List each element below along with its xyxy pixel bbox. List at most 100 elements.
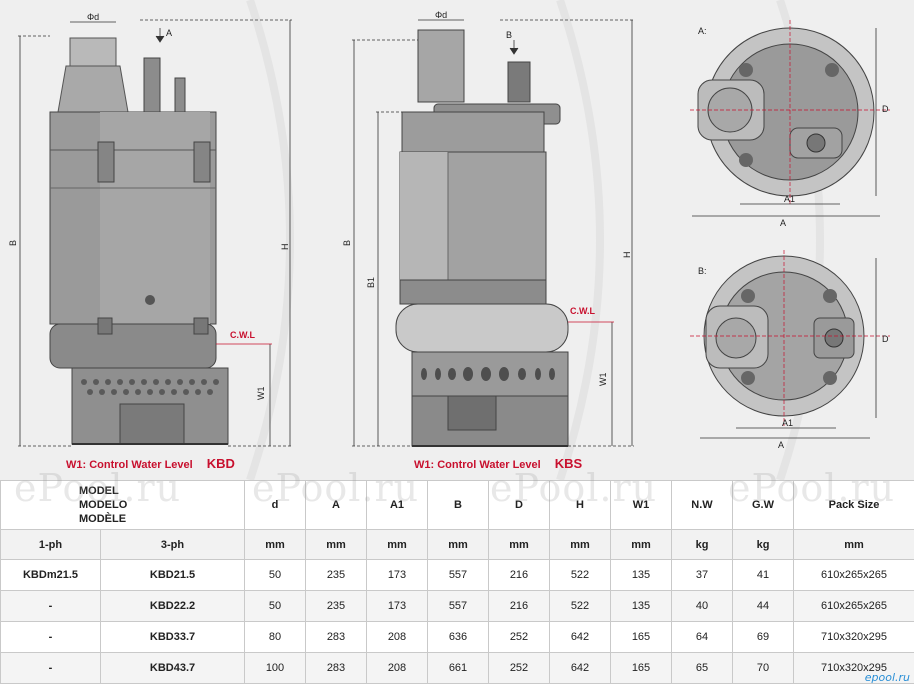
table-cell: 37 (671, 559, 733, 591)
cell-3ph-model: KBD21.5 (100, 559, 245, 591)
unit-cell: mm (549, 529, 611, 560)
model-header-fr: MODÈLE (79, 513, 127, 525)
unit-cell: kg (732, 529, 794, 560)
view-b-top (690, 250, 890, 439)
table-cell: 64 (671, 621, 733, 653)
kbs-b-top-label: B (506, 30, 512, 40)
table-cell: 235 (305, 590, 367, 622)
view-a-a-label: A (780, 218, 786, 228)
table-cell: 636 (427, 621, 489, 653)
col-header-gw: G.W (732, 480, 794, 530)
unit-cell: mm (366, 529, 428, 560)
kbd-b-label: B (8, 240, 18, 246)
kbs-strainer-holes (421, 367, 555, 381)
unit-cell: mm (244, 529, 306, 560)
unit-cell: mm (610, 529, 672, 560)
table-cell: 557 (427, 590, 489, 622)
kbd-strainer-holes (81, 379, 219, 395)
site-badge: epool.ru (864, 671, 910, 684)
kbs-h-label: H (622, 252, 632, 259)
table-cell: 69 (732, 621, 794, 653)
cell-3ph-model: KBD22.2 (100, 590, 245, 622)
col-header-b: B (427, 480, 489, 530)
table-cell: 165 (610, 621, 672, 653)
table-cell: 252 (488, 652, 550, 684)
table-cell: 610x265x265 (793, 559, 914, 591)
view-b-d-label: D (882, 334, 889, 344)
table-cell: 100 (244, 652, 306, 684)
col-header-dd: D (488, 480, 550, 530)
unit-cell: mm (488, 529, 550, 560)
table-cell: 70 (732, 652, 794, 684)
view-a-label: A: (698, 26, 707, 36)
table-cell: 165 (610, 652, 672, 684)
view-b-a1-label: A1 (782, 418, 793, 428)
view-a-top (690, 20, 890, 217)
table-cell: 173 (366, 590, 428, 622)
table-cell: 642 (549, 621, 611, 653)
kbs-pump: Φd B B B1 H C.W.L W1 (342, 10, 634, 447)
cell-1ph-model: - (0, 652, 101, 684)
cell-1ph-model: KBDm21.5 (0, 559, 101, 591)
kbd-w1-label: W1 (256, 387, 266, 401)
view-a-a1-label: A1 (784, 194, 795, 204)
kbs-b-label: B (342, 240, 352, 246)
kbs-b1-label: B1 (366, 277, 376, 288)
kbs-diameter-label: Φd (435, 10, 447, 20)
specification-table: MODEL MODELO MODÈLE d A A1 B D H W1 N.W … (0, 480, 914, 684)
kbs-w1-label: W1 (598, 373, 608, 387)
table-cell: 557 (427, 559, 489, 591)
cell-1ph-model: - (0, 590, 101, 622)
kbd-h-label: H (280, 244, 290, 251)
col-header-a: A (305, 480, 367, 530)
col-header-a1: A1 (366, 480, 428, 530)
table-cell: 661 (427, 652, 489, 684)
table-cell: 216 (488, 590, 550, 622)
col-header-d: d (244, 480, 306, 530)
col-header-w1: W1 (610, 480, 672, 530)
model-header: MODEL MODELO MODÈLE (0, 480, 245, 530)
col-header-h: H (549, 480, 611, 530)
table-cell: 50 (244, 590, 306, 622)
view-b-label: B: (698, 266, 707, 276)
kbs-cwl-label: C.W.L (570, 306, 595, 316)
kbd-caption-text: W1: Control Water Level (66, 459, 193, 471)
kbs-caption-text: W1: Control Water Level (414, 459, 541, 471)
cell-1ph-model: - (0, 621, 101, 653)
table-cell: 44 (732, 590, 794, 622)
kbd-diameter-label: Φd (87, 12, 99, 22)
table-cell: 252 (488, 621, 550, 653)
table-cell: 40 (671, 590, 733, 622)
table-header-row: MODEL MODELO MODÈLE d A A1 B D H W1 N.W … (0, 480, 914, 530)
kbs-caption-model: KBS (554, 456, 583, 471)
table-cell: 80 (244, 621, 306, 653)
table-cell: 610x265x265 (793, 590, 914, 622)
kbd-cwl-label: C.W.L (230, 330, 255, 340)
col-header-nw: N.W (671, 480, 733, 530)
kbd-a-label: A (166, 28, 172, 38)
model-header-es: MODELO (79, 499, 128, 511)
table-cell: 216 (488, 559, 550, 591)
view-a-d-label: D (882, 104, 889, 114)
table-cell: 522 (549, 590, 611, 622)
table-cell: 135 (610, 559, 672, 591)
view-b-a-label: A (778, 440, 784, 450)
table-row: KBDm21.5 KBD21.5 50 235 173 557 216 522 … (0, 559, 914, 591)
model-header-en: MODEL (79, 485, 119, 497)
table-cell: 50 (244, 559, 306, 591)
unit-cell: kg (671, 529, 733, 560)
phase-header-1ph: 1-ph (0, 529, 101, 560)
pump-drawings-svg: Φd A B H C.W.L W1 (8, 0, 890, 480)
table-cell: 235 (305, 559, 367, 591)
unit-cell: mm (427, 529, 489, 560)
cell-3ph-model: KBD43.7 (100, 652, 245, 684)
table-cell: 283 (305, 621, 367, 653)
col-header-pack-size: Pack Size (793, 480, 914, 530)
cell-3ph-model: KBD33.7 (100, 621, 245, 653)
table-row: - KBD22.2 50 235 173 557 216 522 135 40 … (0, 590, 914, 622)
table-cell: 208 (366, 652, 428, 684)
table-row: - KBD43.7 100 283 208 661 252 642 165 65… (0, 652, 914, 684)
table-cell: 522 (549, 559, 611, 591)
table-cell: 283 (305, 652, 367, 684)
